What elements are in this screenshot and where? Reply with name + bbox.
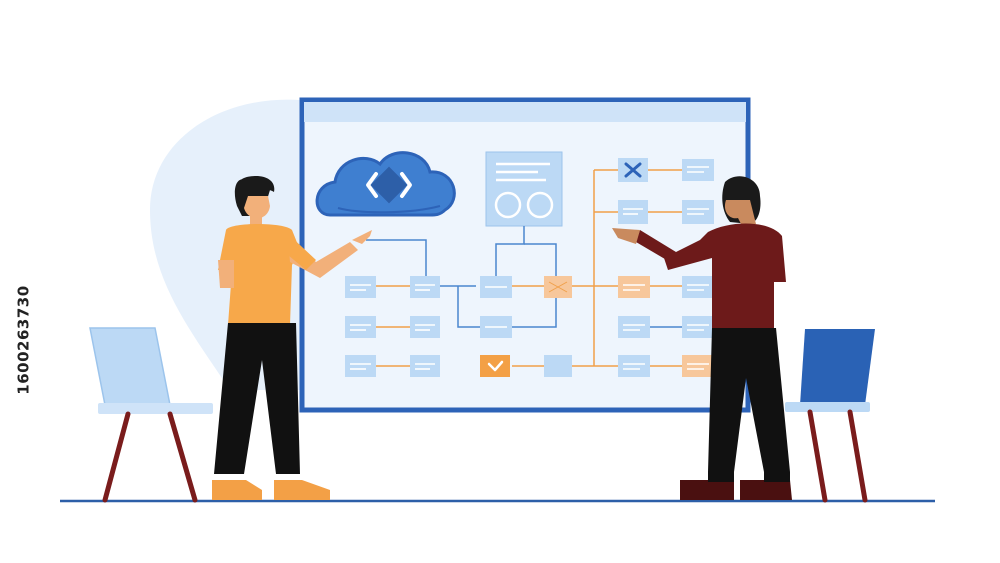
connector-lines-orange <box>376 169 682 367</box>
connector-lines-blue <box>366 226 682 328</box>
man-maroon-shirt <box>612 176 792 500</box>
right-chair <box>785 329 875 503</box>
node <box>345 159 714 377</box>
info-card <box>485 151 563 227</box>
node-lines <box>350 166 709 370</box>
stock-id-label: 1600263730 <box>4 180 44 500</box>
close-x-icon <box>618 158 648 182</box>
left-chair <box>89 327 213 503</box>
man-orange-shirt <box>212 176 372 500</box>
stock-id-text: 1600263730 <box>15 285 33 395</box>
cloud-code-icon <box>315 151 456 217</box>
node-orange <box>544 276 714 377</box>
flowchart-nodes <box>345 158 714 377</box>
checkbox-icon <box>480 355 510 377</box>
